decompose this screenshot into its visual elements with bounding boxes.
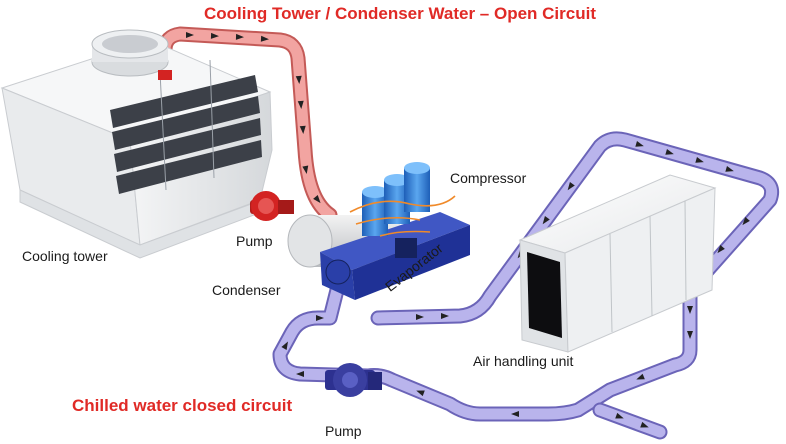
chilled-flow-arrow	[665, 149, 674, 155]
chilled-flow-arrow	[542, 216, 550, 225]
cooling-tower	[0, 29, 273, 259]
chilled-pump-label: Pump	[325, 423, 362, 439]
condenser-flow-arrow	[297, 100, 304, 109]
chilled-flow-arrow	[687, 331, 693, 339]
chilled-flow-arrow	[742, 217, 750, 226]
chilled-flow-arrow	[687, 306, 693, 314]
chilled-flow-arrow	[441, 313, 449, 319]
tower-louvers	[110, 75, 262, 194]
chilled-flow-arrow	[725, 166, 734, 172]
condenser-flow-arrow	[302, 165, 309, 174]
chilled-flow-arrow	[511, 411, 519, 417]
condenser-flow-arrow	[313, 195, 321, 204]
chilled-flow-arrow	[635, 141, 644, 147]
condenser-flow-arrow	[299, 125, 306, 134]
chilled-flow-arrow	[695, 157, 704, 163]
chilled-flow-arrows	[281, 141, 750, 428]
condenser-flow-arrow	[260, 35, 269, 42]
condenser-flow-arrow	[186, 32, 194, 38]
cooling-tower-label: Cooling tower	[22, 248, 108, 264]
air-handling-unit	[518, 174, 717, 353]
compressor-label: Compressor	[450, 170, 527, 186]
condenser-label: Condenser	[212, 282, 281, 298]
condenser-flow-arrow	[210, 32, 219, 39]
chilled-flow-arrow	[567, 182, 575, 191]
chilled-circuit-title: Chilled water closed circuit	[72, 396, 293, 415]
chilled-flow-arrow	[316, 315, 324, 321]
chilled-water-pipe	[272, 131, 780, 440]
chilled-flow-arrow	[416, 314, 424, 320]
condenser-flow-arrow	[235, 33, 244, 40]
chilled-water-pump	[325, 363, 382, 397]
chilled-flow-arrow	[717, 245, 725, 254]
evaporator-block	[320, 212, 470, 300]
chilled-flow-arrow	[281, 341, 288, 350]
condenser-pump	[250, 191, 294, 221]
chilled-flow-arrow	[296, 371, 304, 377]
chiller	[287, 162, 470, 300]
condenser-flow-arrow	[295, 75, 302, 84]
condenser-pump-label: Pump	[236, 233, 273, 249]
condenser-circuit-title: Cooling Tower / Condenser Water – Open C…	[204, 4, 596, 23]
compressor-unit	[349, 162, 456, 237]
chilled-flow-arrow	[416, 390, 425, 397]
air-handling-unit-label: Air handling unit	[473, 353, 574, 369]
chilled-flow-arrow	[636, 373, 645, 380]
chilled-flow-arrow	[640, 421, 649, 428]
chilled-flow-arrow	[615, 412, 624, 419]
